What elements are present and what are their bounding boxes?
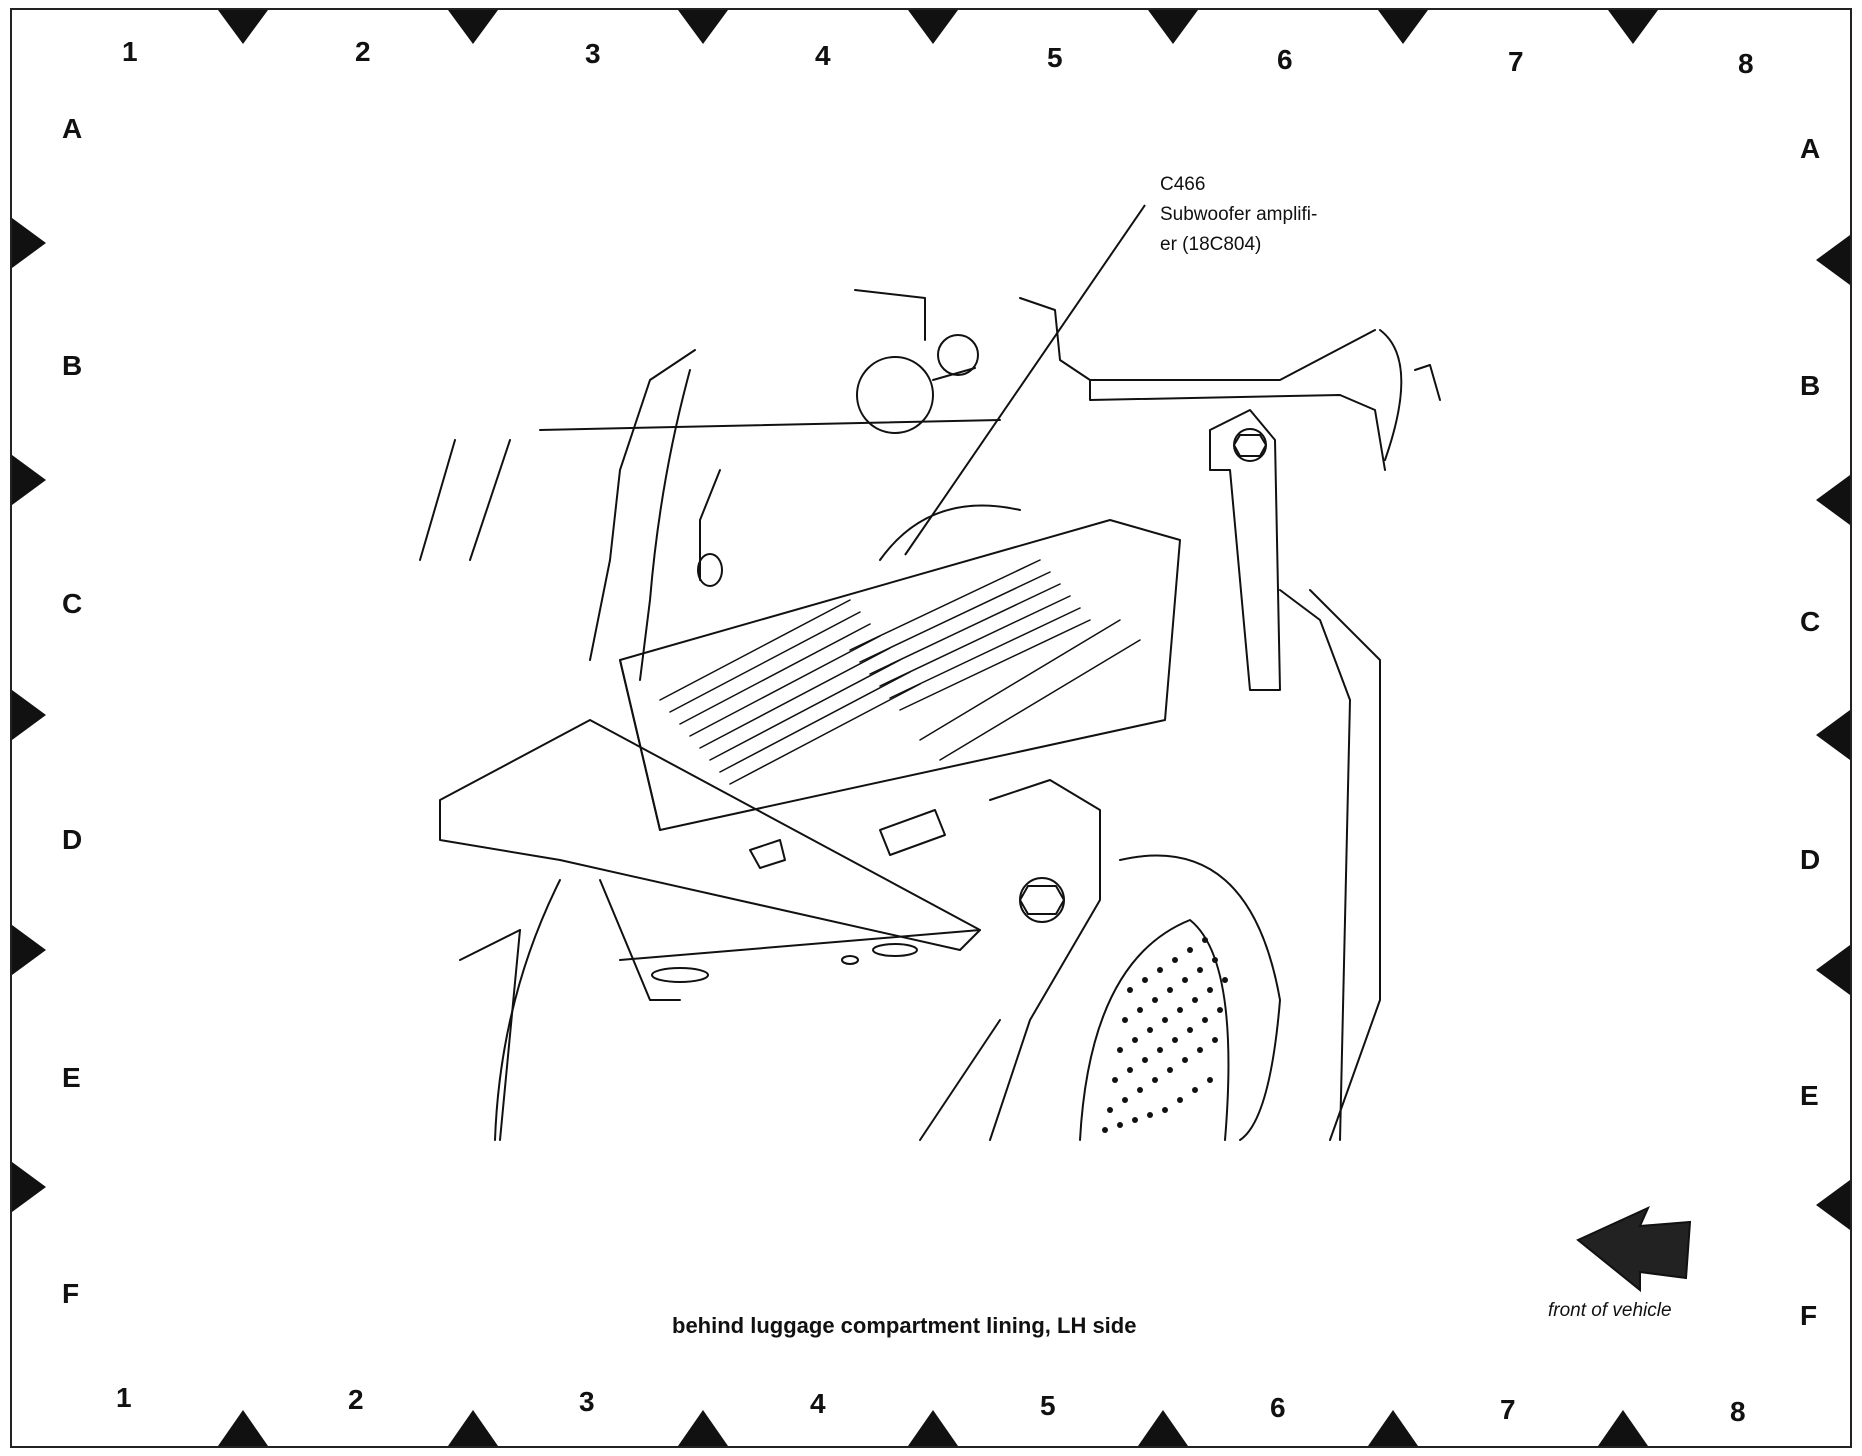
grid-marker: [678, 1410, 728, 1446]
row-label-right: E: [1800, 1080, 1819, 1111]
column-label-top: 4: [815, 40, 831, 71]
component-illustration: [419, 289, 1441, 1141]
grid-marker: [908, 1410, 958, 1446]
grid-marker: [1368, 1410, 1418, 1446]
column-label-top: 6: [1277, 44, 1293, 75]
grid-marker: [12, 455, 46, 505]
column-label-bottom: 3: [579, 1386, 595, 1417]
column-label-bottom: 5: [1040, 1390, 1056, 1421]
top-grid-markers: [218, 10, 1658, 44]
column-label-top: 8: [1738, 48, 1754, 79]
grid-marker: [678, 10, 728, 44]
diagram-frame: [10, 8, 1852, 1448]
grid-marker: [12, 1162, 46, 1212]
grid-marker: [218, 1410, 268, 1446]
grid-marker: [1378, 10, 1428, 44]
left-arrow-icon: [1576, 1205, 1692, 1293]
speaker-outline: [1119, 854, 1281, 1141]
grid-marker: [1138, 1410, 1188, 1446]
grid-marker: [12, 925, 46, 975]
column-label-bottom: 1: [116, 1382, 132, 1413]
row-label-right: D: [1800, 844, 1821, 875]
column-label-top: 5: [1047, 42, 1063, 73]
component-name-line2: er (18C804): [1160, 234, 1262, 255]
knob-stem: [937, 334, 979, 376]
left-grid-markers: [12, 218, 46, 1212]
grid-marker: [1816, 945, 1850, 995]
row-label-left: C: [62, 588, 83, 619]
column-label-top: 1: [122, 36, 138, 67]
column-label-top: 3: [585, 38, 601, 69]
grid-marker: [908, 10, 958, 44]
grid-marker: [1148, 10, 1198, 44]
column-label-bottom: 2: [348, 1384, 364, 1415]
vertical-bracket: [1209, 409, 1281, 691]
component-name-line1: Subwoofer amplifi-: [1160, 204, 1318, 225]
row-label-left: D: [62, 824, 83, 855]
callout-leader-line: [904, 204, 1146, 556]
bottom-grid-markers: [218, 1410, 1648, 1446]
row-label-left: B: [62, 350, 83, 381]
grid-marker: [448, 10, 498, 44]
grid-marker: [1598, 1410, 1648, 1446]
grid-marker: [1816, 235, 1850, 285]
connector-id: C466: [1160, 174, 1206, 195]
row-label-right: C: [1800, 606, 1821, 637]
row-label-left: A: [62, 113, 83, 144]
grid-marker: [218, 10, 268, 44]
column-label-bottom: 7: [1500, 1394, 1516, 1425]
mounting-bracket: [439, 719, 981, 951]
column-label-bottom: 8: [1730, 1396, 1746, 1427]
row-label-left: F: [62, 1278, 80, 1309]
front-of-vehicle-label: front of vehicle: [1548, 1300, 1672, 1321]
grid-marker: [12, 690, 46, 740]
grid-marker: [1816, 475, 1850, 525]
location-caption: behind luggage compartment lining, LH si…: [672, 1313, 1137, 1338]
row-label-right: B: [1800, 370, 1821, 401]
grid-marker: [1816, 710, 1850, 760]
column-label-top: 7: [1508, 46, 1524, 77]
amplifier-fins: [659, 559, 1141, 785]
grid-marker: [12, 218, 46, 268]
speaker-grille-dots: [1102, 937, 1228, 1133]
row-label-left: E: [62, 1062, 81, 1093]
grid-marker: [1816, 1180, 1850, 1230]
column-label-bottom: 4: [810, 1388, 826, 1419]
right-grid-markers: [1816, 235, 1850, 1230]
column-label-top: 2: [355, 36, 371, 67]
row-label-right: F: [1800, 1300, 1818, 1331]
amplifier-body: [619, 519, 1181, 831]
grid-marker: [448, 1410, 498, 1446]
knob-cap: [856, 356, 934, 434]
column-label-bottom: 6: [1270, 1392, 1286, 1423]
row-label-right: A: [1800, 133, 1821, 164]
grid-marker: [1608, 10, 1658, 44]
component-callout: C466 Subwoofer amplifi- er (18C804): [1160, 170, 1317, 260]
